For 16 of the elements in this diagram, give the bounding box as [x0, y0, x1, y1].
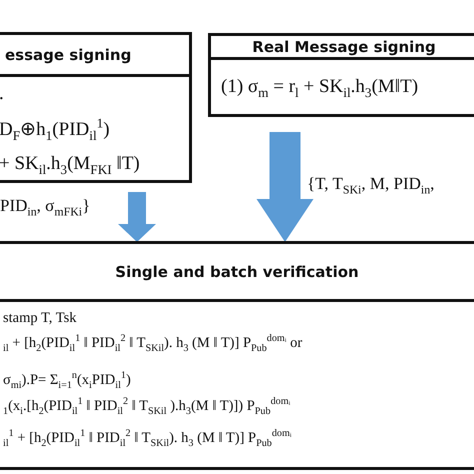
formula-text: σ$_{mi}$).P= Σ$_{i=1}$$^{n}$(x$_{i}$PID$_{il}$$^{1}$) — [3, 372, 131, 388]
formula-text: . — [0, 83, 4, 104]
box-heading: Real Message signing — [252, 38, 436, 56]
formula-text: (1) σ$_{m}$ = r$_{l}$ + SK$_{il}$.h$_{3}$(M‖T) — [221, 76, 418, 97]
process-box — [0, 32, 192, 183]
process-box — [208, 33, 474, 117]
process-box — [0, 241, 474, 470]
formula-text: $_{il}$ + [h$_{2}$(PID$_{il}$$^{1}$ ‖ PID$_{il}$$^{2}$ ‖ T$_{SKil}$). h$_{3}$ (M ‖ T)] P$_{Pub}$$^{domᵢ}$ or — [3, 335, 302, 351]
block-arrow — [256, 132, 314, 242]
edge-label: {T, T$_{SKi}$, M, PID$_{in}$, — [307, 174, 434, 193]
block-arrow — [118, 192, 156, 242]
box-heading: essage signing — [5, 46, 132, 64]
edge-label: PID$_{in}$, σ$_{mFKi}$} — [0, 196, 90, 215]
formula-text: stamp T, Tsk — [3, 310, 77, 326]
formula-text: + SK$_{il}$.h$_{3}$(M$_{FKI}$ ‖T) — [0, 153, 140, 174]
box-heading: Single and batch verification — [115, 262, 359, 280]
